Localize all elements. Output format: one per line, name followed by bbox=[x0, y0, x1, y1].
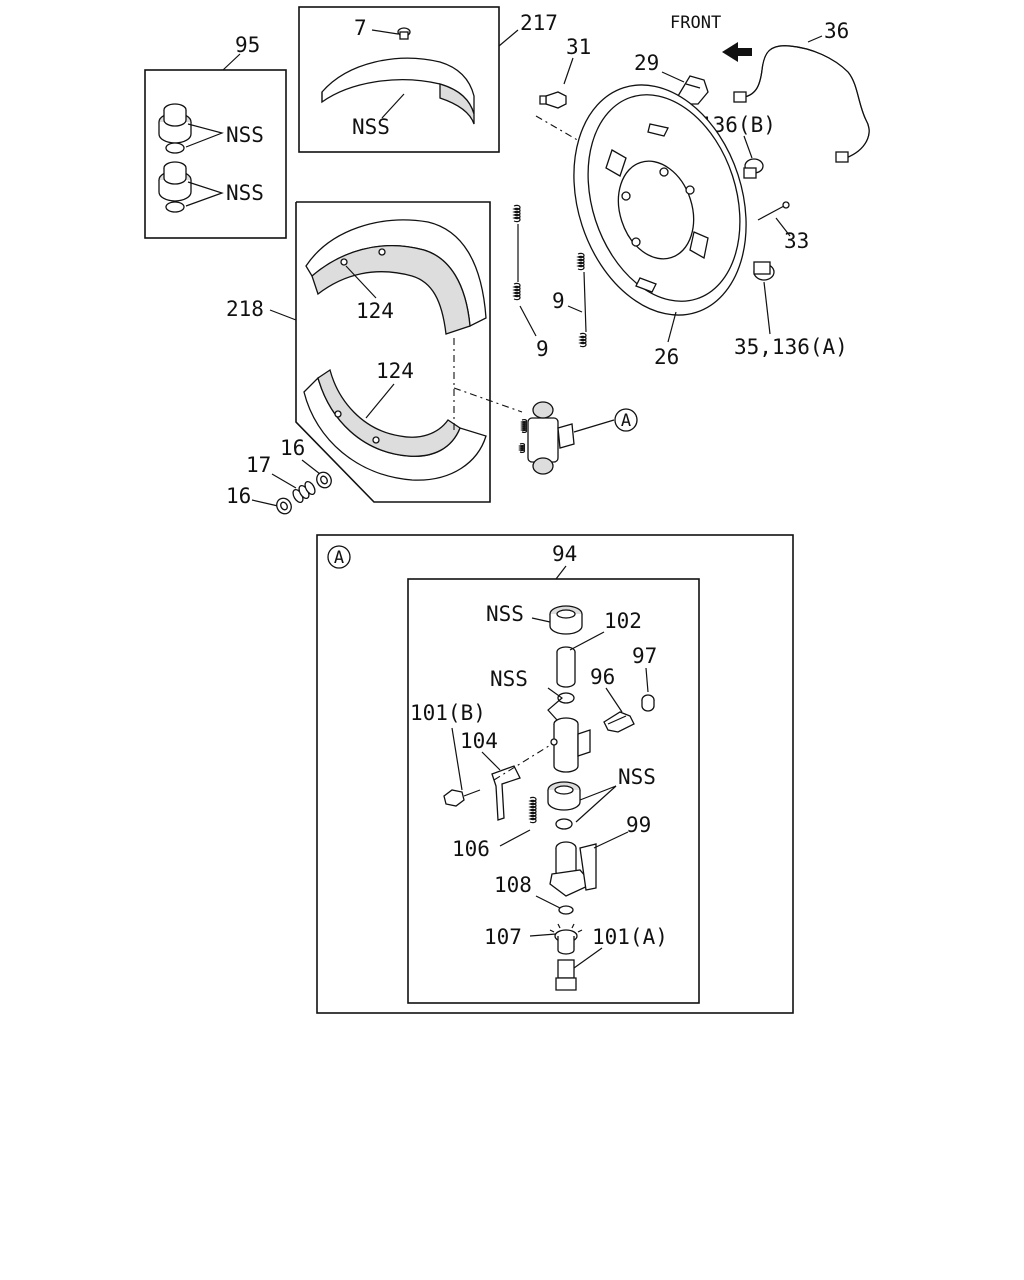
label-nss-cup: NSS bbox=[486, 602, 524, 626]
detail-a-marker bbox=[327, 545, 351, 569]
bolt-101b-icon bbox=[443, 789, 481, 807]
plug-35-icon bbox=[753, 261, 775, 281]
front-arrow-icon bbox=[722, 42, 752, 62]
label-95: 95 bbox=[235, 33, 260, 57]
washer-16-top-icon bbox=[316, 471, 332, 489]
label-107: 107 bbox=[484, 925, 522, 949]
label-16-bottom: 16 bbox=[226, 484, 251, 508]
label-nss-mid: NSS bbox=[490, 667, 528, 691]
cap-97-icon bbox=[641, 694, 655, 712]
adjuster-gear-107-icon bbox=[549, 923, 583, 955]
callout-a-marker bbox=[614, 408, 638, 432]
bleeder-96-icon bbox=[603, 711, 635, 733]
label-nss-217: NSS bbox=[352, 115, 390, 139]
label-26: 26 bbox=[654, 345, 679, 369]
label-nss-95-bottom: NSS bbox=[226, 181, 264, 205]
wheel-cylinder-assembly-icon bbox=[518, 401, 575, 475]
brake-shoe-lower-icon bbox=[303, 368, 487, 481]
label-218: 218 bbox=[226, 297, 264, 321]
brake-lining-icon bbox=[321, 57, 475, 125]
detail-a-letter: A bbox=[334, 548, 344, 568]
clip-29-icon bbox=[677, 75, 709, 105]
screw-101a-icon bbox=[555, 959, 577, 991]
washer-16-bottom-icon bbox=[276, 497, 292, 515]
piston-99-icon bbox=[549, 841, 597, 897]
label-94: 94 bbox=[552, 542, 577, 566]
detail-a-panel bbox=[316, 534, 794, 1014]
label-124-top: 124 bbox=[356, 299, 394, 323]
lever-104-icon bbox=[491, 765, 521, 821]
spring-9-left-icon bbox=[512, 204, 521, 301]
brake-shoe-upper-icon bbox=[305, 219, 487, 335]
label-101b: 101(B) bbox=[410, 701, 486, 725]
label-96: 96 bbox=[590, 665, 615, 689]
label-97: 97 bbox=[632, 644, 657, 668]
backing-plate-26-icon bbox=[573, 84, 747, 316]
spring-9-right-icon bbox=[576, 252, 587, 348]
brake-pipe-36-icon bbox=[733, 45, 870, 163]
kit-95-box bbox=[144, 69, 287, 239]
label-nss-low: NSS bbox=[618, 765, 656, 789]
label-nss-95-top: NSS bbox=[226, 123, 264, 147]
rivet-icon bbox=[397, 27, 411, 40]
label-108: 108 bbox=[494, 873, 532, 897]
cup-seal-lower-icon bbox=[158, 161, 192, 213]
lining-217-box bbox=[298, 6, 500, 153]
cup-nss-low-icon bbox=[547, 781, 581, 811]
label-31: 31 bbox=[566, 35, 591, 59]
label-16-top: 16 bbox=[280, 436, 305, 460]
label-217: 217 bbox=[520, 11, 558, 35]
label-17: 17 bbox=[246, 453, 271, 477]
piston-102-icon bbox=[556, 646, 576, 688]
callout-a-letter: A bbox=[621, 411, 631, 431]
label-33: 33 bbox=[784, 229, 809, 253]
cup-seal-upper-icon bbox=[158, 103, 192, 154]
washer-108-icon bbox=[558, 905, 574, 915]
front-label: FRONT bbox=[670, 13, 721, 33]
label-35-136a: 35,136(A) bbox=[734, 335, 848, 359]
cylinder-body-icon bbox=[550, 717, 591, 773]
label-36: 36 bbox=[824, 19, 849, 43]
label-124-bottom: 124 bbox=[376, 359, 414, 383]
cup-nss-icon bbox=[549, 605, 583, 635]
kit-94-box bbox=[407, 578, 700, 1004]
label-106: 106 bbox=[452, 837, 490, 861]
label-102: 102 bbox=[604, 609, 642, 633]
label-104: 104 bbox=[460, 729, 498, 753]
label-99: 99 bbox=[626, 813, 651, 837]
seal-nss-low-icon bbox=[555, 818, 573, 830]
pin-33-icon bbox=[757, 201, 790, 221]
label-101a: 101(A) bbox=[592, 925, 668, 949]
plug-136b-icon bbox=[743, 158, 764, 179]
label-9-right: 9 bbox=[552, 289, 565, 313]
label-9-left: 9 bbox=[536, 337, 549, 361]
label-7: 7 bbox=[354, 16, 367, 40]
spring-106-icon bbox=[528, 796, 537, 824]
seal-nss-mid-icon bbox=[557, 692, 575, 704]
spring-17-icon bbox=[292, 480, 316, 504]
label-29: 29 bbox=[634, 51, 659, 75]
shoe-218-box bbox=[295, 201, 491, 503]
bolt-31-icon bbox=[539, 91, 567, 109]
